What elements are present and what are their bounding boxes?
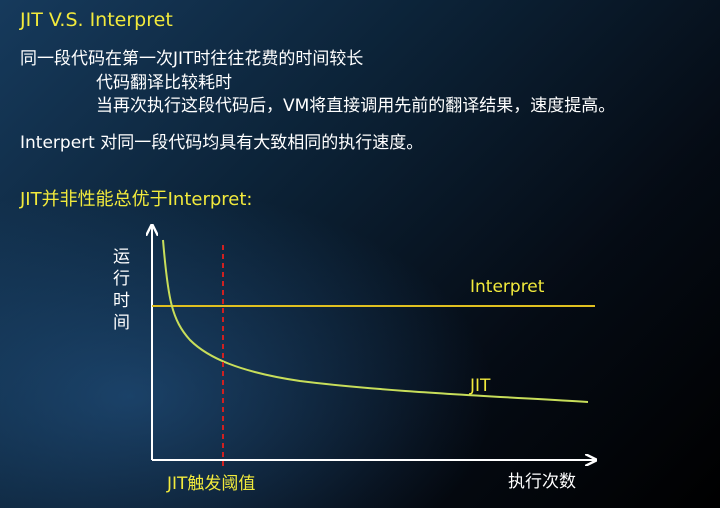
interpret-speed-text: Interpert 对同一段代码均具有大致相同的执行速度。	[20, 133, 424, 153]
jit-first-run-text: 同一段代码在第一次JIT时往往花费的时间较长	[20, 49, 364, 69]
jit-label: JIT	[469, 376, 491, 396]
threshold-label: JIT触发阈值	[166, 474, 255, 494]
slide-title: JIT V.S. Interpret	[20, 9, 173, 31]
interpret-label: Interpret	[470, 277, 545, 297]
translation-cost-text: 代码翻译比较耗时	[96, 73, 232, 93]
y-axis-label-char: 行	[113, 269, 130, 289]
y-axis-label-char: 间	[113, 313, 130, 333]
x-axis-label: 执行次数	[508, 472, 576, 492]
y-axis-label-char: 运	[113, 247, 130, 267]
reuse-translation-text: 当再次执行这段代码后，VM将直接调用先前的翻译结果，速度提高。	[96, 96, 616, 116]
diagram-heading: JIT并非性能总优于Interpret:	[20, 189, 253, 210]
jit-curve	[162, 239, 589, 403]
y-axis-label-char: 时	[113, 291, 130, 311]
